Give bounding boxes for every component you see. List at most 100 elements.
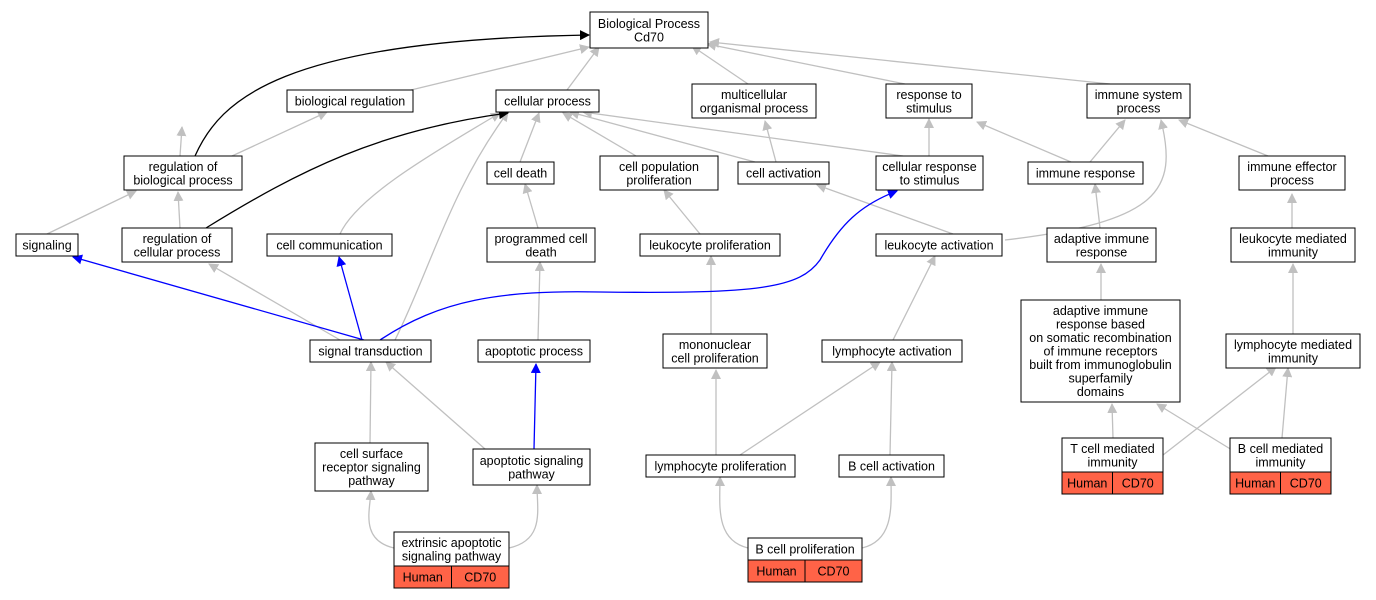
tag-cd70: CD70 — [818, 565, 850, 579]
node-label: signaling pathway — [402, 549, 502, 563]
node-label: immune effector — [1247, 160, 1336, 174]
node-label: B cell mediated — [1238, 442, 1324, 456]
edge-0 — [410, 44, 590, 91]
edge-6 — [176, 126, 187, 157]
node-label: biological process — [133, 173, 232, 187]
node-label: immune system — [1095, 88, 1183, 102]
edge-45 — [194, 30, 590, 157]
node-signaling: signaling — [15, 233, 79, 257]
edge-15 — [1178, 118, 1269, 157]
edge-49 — [379, 189, 898, 341]
node-label: response to — [896, 88, 961, 102]
edge-4 — [709, 37, 1111, 85]
node-label: stimulus — [906, 101, 952, 115]
node-label: multicellular — [721, 88, 787, 102]
node-label: immunity — [1255, 455, 1306, 469]
node-lymphocyte-activation: lymphocyte activation — [821, 339, 963, 363]
node-label: immunity — [1268, 351, 1319, 365]
tag-cd70: CD70 — [1122, 477, 1154, 491]
node-cell-activation: cell activation — [737, 161, 830, 185]
edge-48 — [336, 256, 363, 341]
node-label: death — [525, 245, 556, 259]
tag-cd70: CD70 — [1290, 477, 1322, 491]
edge-11 — [762, 120, 777, 163]
node-label: process — [1117, 101, 1161, 115]
node-label: programmed cell — [494, 232, 587, 246]
node-b-cell-activation: B cell activation — [838, 454, 945, 478]
node-label: immunity — [1087, 455, 1138, 469]
edge-20 — [522, 183, 539, 229]
node-label: on somatic recombination — [1029, 331, 1171, 345]
tag-human: Human — [403, 571, 443, 585]
edge-13 — [976, 120, 1072, 163]
node-label: pathway — [348, 474, 395, 488]
node-label: leukocyte mediated — [1239, 232, 1347, 246]
node-label: cell surface — [340, 447, 403, 461]
node-label: leukocyte proliferation — [649, 239, 771, 253]
edge-46 — [205, 109, 509, 229]
node-label: Cd70 — [634, 30, 664, 44]
node-leukocyte-activation: leukocyte activation — [875, 233, 1003, 257]
edge-17 — [46, 190, 137, 235]
node-label: built from immunoglobulin — [1029, 358, 1171, 372]
node-label: T cell mediated — [1070, 442, 1155, 456]
edge-2 — [691, 45, 749, 85]
tag-human: Human — [1235, 477, 1275, 491]
node-label: cell population — [619, 160, 699, 174]
node-label: mononuclear — [679, 338, 751, 352]
node-label: pathway — [508, 467, 555, 481]
edge-23 — [1091, 183, 1101, 229]
node-label: immunity — [1268, 245, 1319, 259]
node-label: apoptotic signaling — [480, 454, 584, 468]
tag-human: Human — [756, 565, 796, 579]
edge-44 — [861, 476, 897, 549]
node-label: organismal process — [700, 101, 808, 115]
edge-27 — [534, 261, 545, 341]
node-label: regulation of — [143, 232, 212, 246]
edge-26 — [394, 111, 509, 341]
edge-33 — [385, 361, 486, 450]
edge-14 — [1089, 119, 1126, 163]
node-label: to stimulus — [900, 173, 960, 187]
node-label: cellular process — [504, 95, 591, 109]
node-cell-death: cell death — [486, 161, 555, 185]
node-label: B cell proliferation — [755, 543, 854, 557]
node-label: biological regulation — [295, 95, 406, 109]
edge-7 — [519, 112, 541, 163]
node-label: lymphocyte mediated — [1234, 338, 1352, 352]
node-label: response — [1076, 245, 1127, 259]
edges-layer — [46, 30, 1298, 549]
node-label: lymphocyte activation — [832, 345, 952, 359]
node-label: superfamily — [1069, 372, 1134, 386]
node-signal-transduction: signal transduction — [309, 339, 432, 363]
edge-3 — [706, 40, 906, 85]
node-cell-communication: cell communication — [266, 233, 393, 257]
node-cellular-process: cellular process — [495, 89, 600, 113]
node-label: apoptotic process — [485, 345, 583, 359]
edge-18 — [173, 191, 184, 229]
node-leukocyte-prolif: leukocyte proliferation — [639, 233, 781, 257]
edge-39 — [1162, 366, 1277, 456]
node-label: cell activation — [746, 167, 821, 181]
node-label: receptor signaling — [322, 461, 421, 475]
node-apoptotic-process: apoptotic process — [477, 339, 591, 363]
edge-35 — [739, 361, 881, 456]
